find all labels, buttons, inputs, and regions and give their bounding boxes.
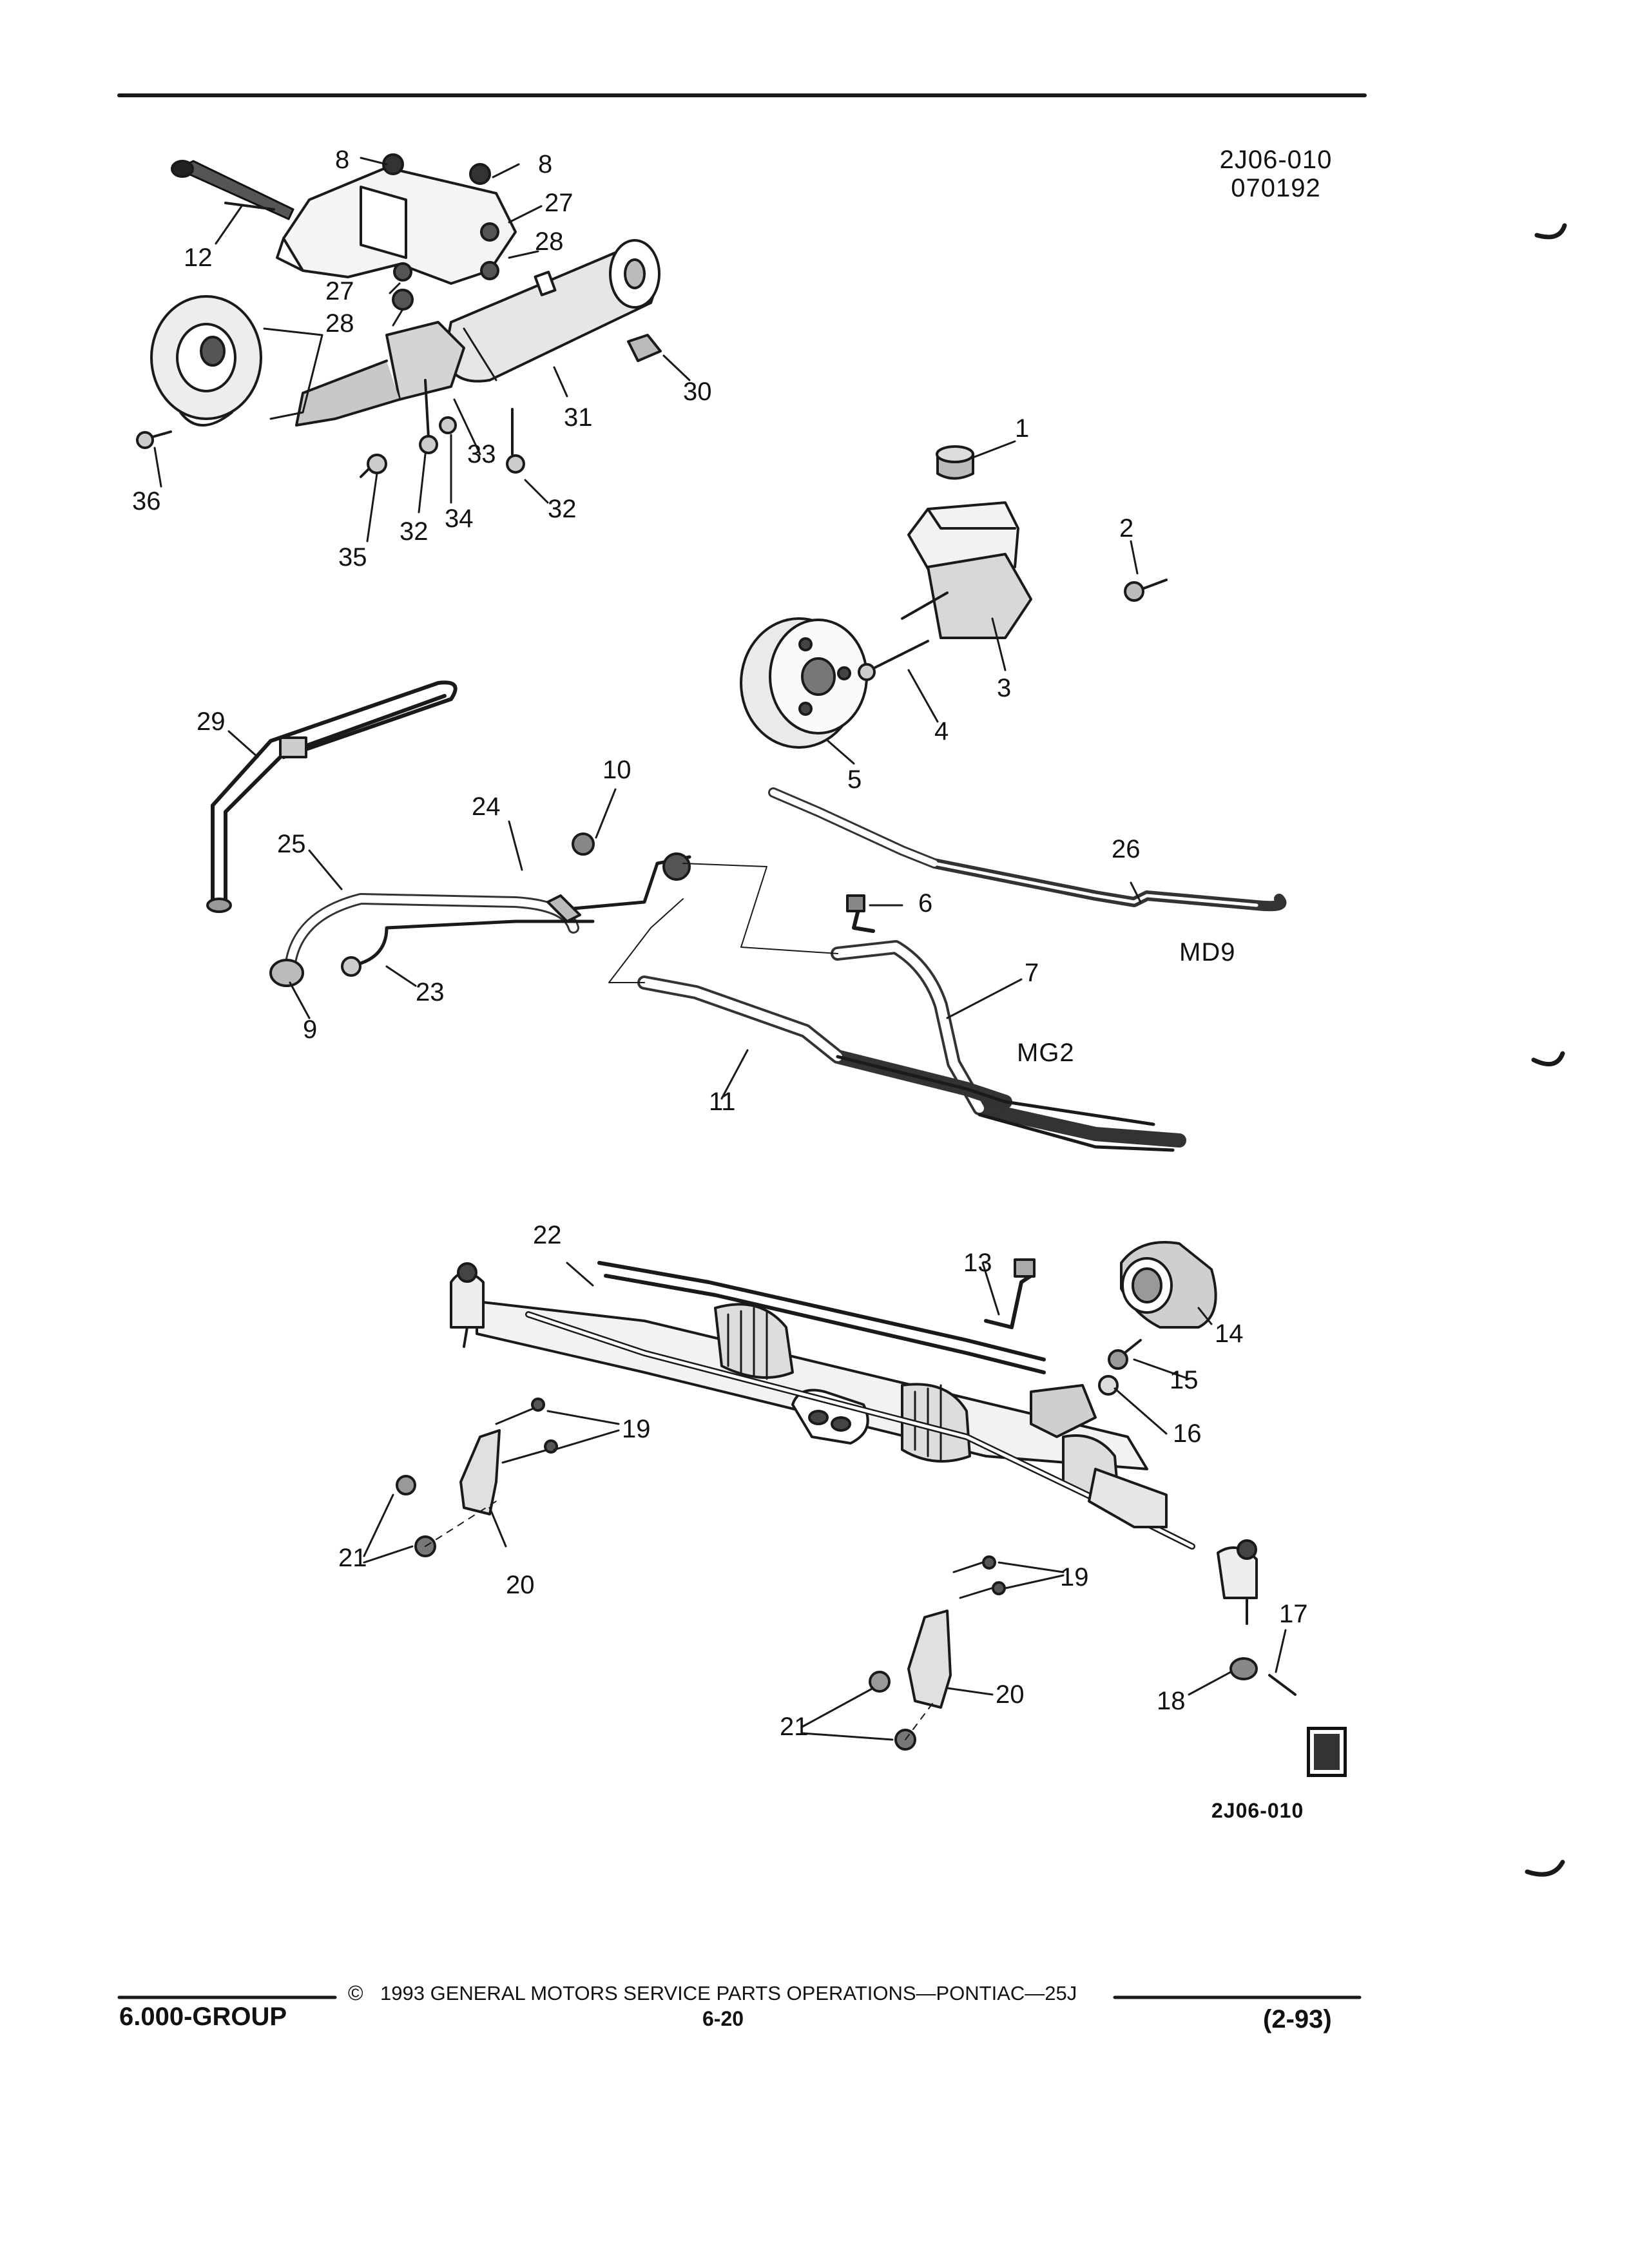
figure-id-bottom: 2J06-010	[1211, 1799, 1304, 1822]
callout-27: 27	[325, 277, 354, 305]
callout-9: 9	[303, 1015, 318, 1044]
power-steering-pump-assembly	[740, 440, 1168, 765]
callout-11: 11	[709, 1088, 736, 1116]
callout-19: 19	[622, 1415, 651, 1443]
callout-25: 25	[277, 830, 306, 858]
figure-id-top: 2J06-010	[1219, 146, 1333, 174]
callout-34: 34	[445, 505, 474, 533]
callout-4: 4	[934, 717, 949, 745]
variant-mg2: MG2	[1017, 1039, 1075, 1067]
callout-30: 30	[683, 378, 712, 406]
callout-32: 32	[548, 495, 577, 523]
callout-7: 7	[1025, 959, 1039, 987]
callout-22: 22	[533, 1221, 562, 1249]
binder-mark	[1534, 223, 1567, 240]
callout-24: 24	[472, 793, 501, 821]
callout-21: 21	[780, 1713, 809, 1741]
binder-mark	[1525, 1860, 1565, 1877]
callout-20: 20	[996, 1680, 1025, 1709]
callout-28: 28	[535, 227, 564, 256]
steering-column-assembly	[136, 153, 691, 543]
callout-10: 10	[602, 756, 631, 784]
callout-8: 8	[538, 150, 553, 178]
callout-15: 15	[1170, 1366, 1199, 1394]
callout-28: 28	[325, 309, 354, 338]
callout-16: 16	[1173, 1419, 1202, 1448]
callout-13: 13	[963, 1249, 992, 1277]
callout-26: 26	[1112, 835, 1141, 863]
callout-18: 18	[1157, 1687, 1186, 1715]
callout-21: 21	[338, 1544, 367, 1572]
callout-27: 27	[545, 189, 574, 217]
hoses-and-lines	[206, 680, 1287, 1152]
steering-gear-rack-assembly	[363, 1241, 1296, 1751]
footer-copyright: 1993 GENERAL MOTORS SERVICE PARTS OPERAT…	[380, 1982, 1077, 2004]
callout-36: 36	[132, 487, 161, 515]
footer-revision: (2-93)	[1263, 2005, 1332, 2033]
callout-20: 20	[506, 1571, 535, 1599]
callout-29: 29	[197, 707, 226, 736]
callout-14: 14	[1215, 1320, 1244, 1348]
callout-32: 32	[400, 517, 429, 546]
callout-17: 17	[1279, 1600, 1308, 1628]
callout-5: 5	[847, 765, 862, 794]
footer-copyright-symbol: ©	[348, 1981, 363, 2004]
callout-2: 2	[1119, 514, 1134, 543]
callout-33: 33	[467, 440, 496, 468]
callout-12: 12	[184, 244, 213, 272]
callout-6: 6	[918, 889, 933, 918]
gm-spo-logo	[1307, 1727, 1347, 1777]
figure-date: 070192	[1231, 174, 1321, 202]
footer-page-number: 6-20	[702, 2007, 744, 2030]
callout-3: 3	[997, 674, 1012, 702]
callout-35: 35	[338, 543, 367, 572]
callout-1: 1	[1015, 414, 1030, 443]
callout-8: 8	[335, 146, 350, 174]
callout-19: 19	[1060, 1563, 1089, 1591]
variant-md9: MD9	[1179, 938, 1236, 966]
callout-23: 23	[416, 978, 445, 1006]
footer-group: 6.000-GROUP	[119, 2003, 287, 2031]
callout-31: 31	[564, 403, 593, 432]
binder-mark	[1531, 1051, 1565, 1067]
